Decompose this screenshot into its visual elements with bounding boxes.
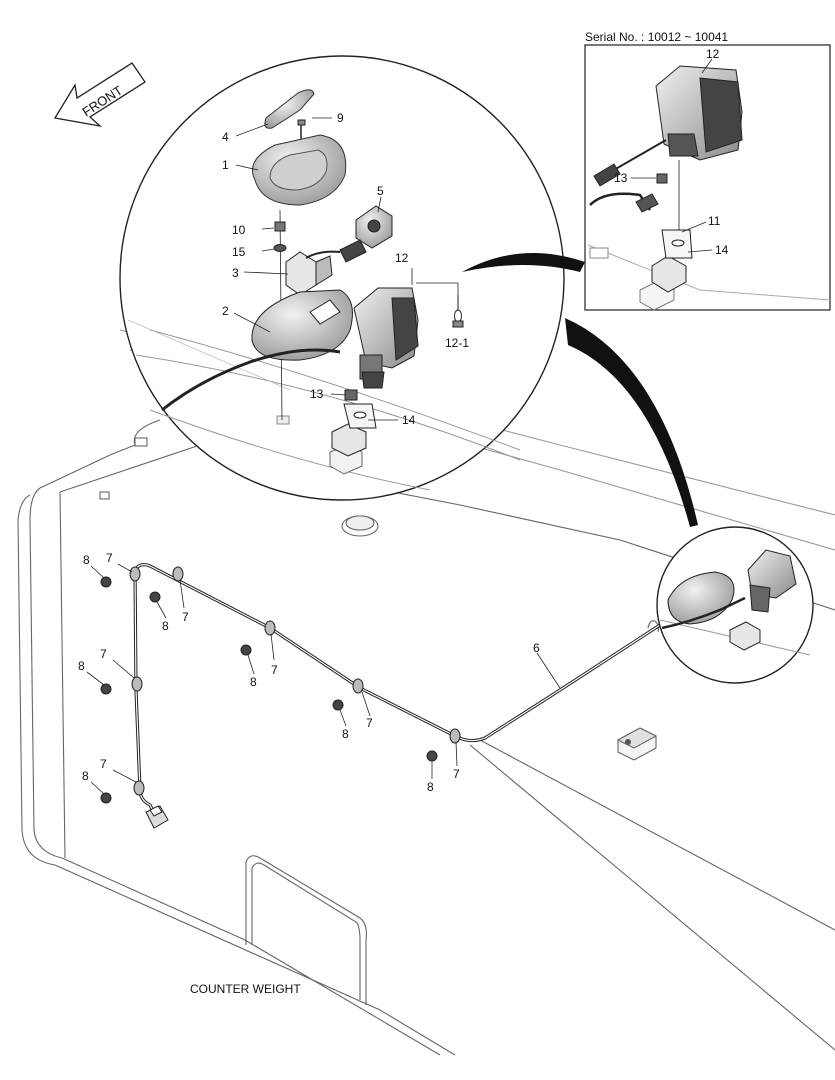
part-5-switch — [305, 205, 393, 263]
part-10-bolt — [274, 221, 286, 232]
callout-6: 6 — [533, 641, 540, 655]
detail-circle-small — [656, 526, 814, 684]
part-14-bracket — [331, 403, 377, 457]
callout-1: 1 — [222, 158, 229, 172]
callout-12-main: 12 — [395, 251, 409, 265]
callout-8: 8 — [78, 659, 85, 673]
callout-14-main: 14 — [402, 413, 416, 427]
part-13-bolt — [344, 389, 358, 401]
callout-7: 7 — [366, 716, 373, 730]
serial-inset — [584, 44, 831, 311]
callout-8: 8 — [250, 675, 257, 689]
callout-7: 7 — [453, 767, 460, 781]
callout-7: 7 — [100, 757, 107, 771]
callout-12-inset: 12 — [706, 47, 720, 61]
callout-7: 7 — [100, 647, 107, 661]
part-3-bracket — [285, 251, 333, 296]
part-12-1-bulb — [452, 295, 464, 328]
callout-8: 8 — [82, 769, 89, 783]
callout-14-inset: 14 — [715, 243, 729, 257]
callout-8: 8 — [83, 553, 90, 567]
callout-3: 3 — [232, 266, 239, 280]
front-arrow: FRONT — [53, 62, 146, 128]
callout-12-1: 12-1 — [445, 336, 469, 350]
callout-8: 8 — [427, 780, 434, 794]
labels: Serial No. : 10012 ~ 10041 COUNTER WEIGH… — [78, 30, 729, 996]
counter-weight-label: COUNTER WEIGHT — [190, 982, 301, 996]
wiring-harness — [133, 563, 661, 816]
callout-7: 7 — [271, 663, 278, 677]
part-4-cover — [264, 89, 315, 129]
callout-5: 5 — [377, 184, 384, 198]
callout-7: 7 — [182, 610, 189, 624]
callout-8: 8 — [162, 619, 169, 633]
grommets — [129, 566, 461, 796]
callout-2: 2 — [222, 304, 229, 318]
callout-11: 11 — [708, 214, 721, 228]
leader-lines — [86, 58, 713, 795]
callout-4: 4 — [222, 130, 229, 144]
part-15-washer — [273, 244, 287, 252]
callout-13-main: 13 — [310, 387, 324, 401]
part-2-base — [251, 289, 353, 361]
part-1-housing — [252, 134, 347, 206]
part-12-lamp — [353, 287, 419, 389]
harness-connector — [145, 805, 169, 829]
callout-15: 15 — [232, 245, 246, 259]
serial-note: Serial No. : 10012 ~ 10041 — [585, 30, 728, 44]
lamp-cable — [161, 348, 341, 412]
bolts — [100, 576, 438, 804]
callout-9: 9 — [337, 111, 344, 125]
callout-8: 8 — [342, 727, 349, 741]
callout-13-inset: 13 — [614, 171, 628, 185]
callout-7: 7 — [106, 551, 113, 565]
detail-pointer-arrows — [462, 253, 698, 527]
callout-10: 10 — [232, 223, 246, 237]
